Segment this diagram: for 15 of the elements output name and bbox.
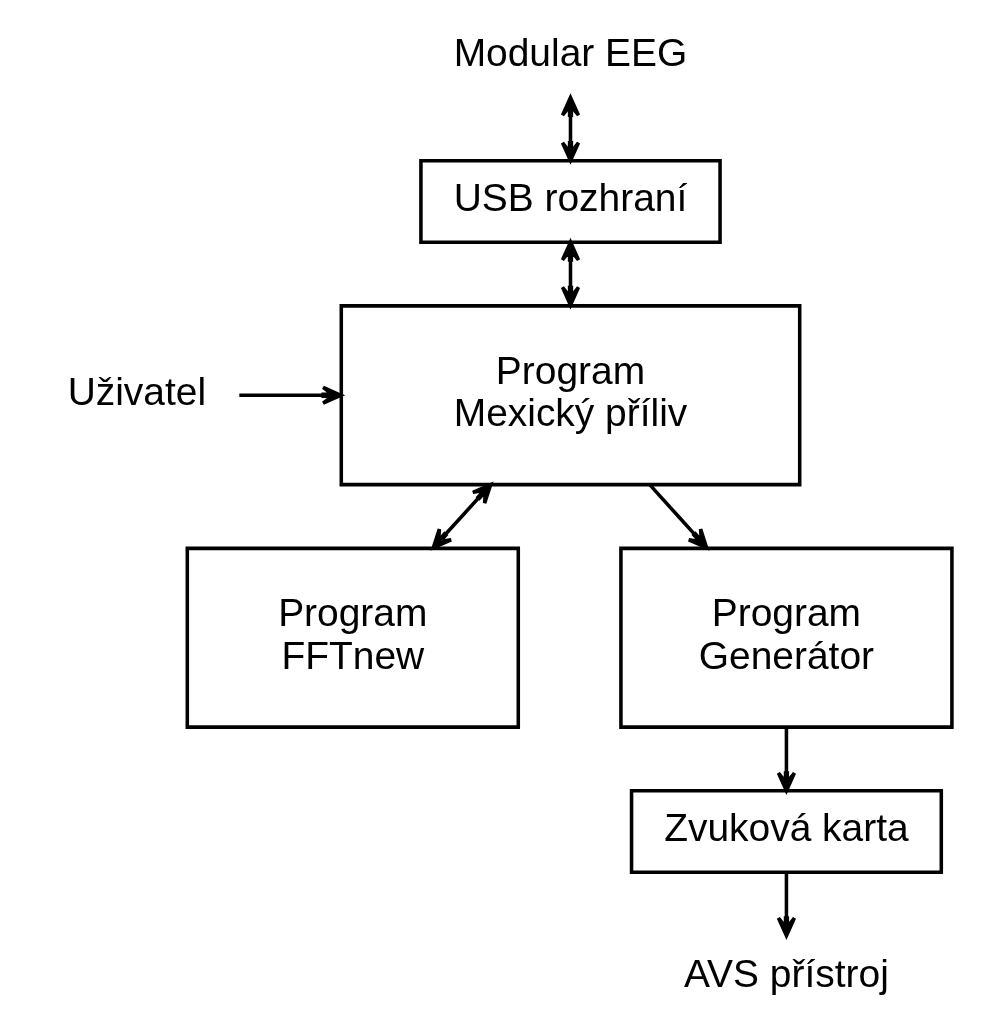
node-box: Program FFTnew (185, 546, 521, 729)
node-text: Modular EEG (453, 31, 688, 75)
arrow (431, 482, 493, 550)
arrow (776, 872, 797, 938)
arrow (560, 240, 581, 307)
node-text: Uživatel (67, 370, 207, 414)
node-box: USB rozhraní (419, 158, 722, 244)
arrow (648, 483, 709, 550)
node-box: Zvuková karta (629, 789, 944, 875)
node-box: Program Generátor (619, 546, 954, 729)
arrow (776, 727, 797, 793)
arrow (560, 95, 581, 163)
arrow (239, 385, 343, 405)
node-text: AVS přístroj (684, 951, 889, 995)
node-box: Program Mexický příliv (339, 304, 802, 487)
